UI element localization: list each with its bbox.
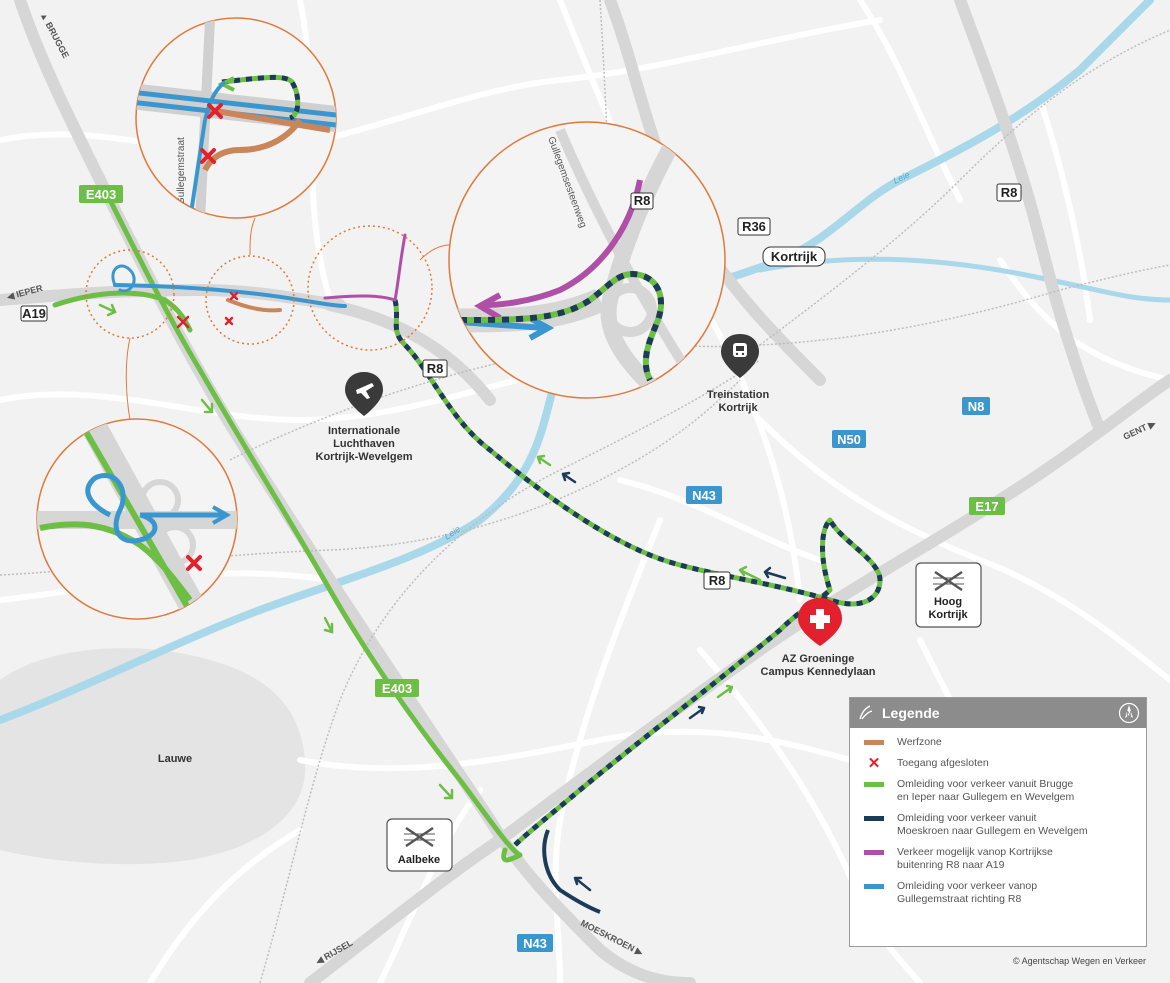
shield-n50 [832, 430, 866, 448]
zoom-inset-gullegemstraat: Gullegemstraat [135, 17, 337, 219]
place-label-lauwe: Lauwe [158, 753, 192, 765]
shield-n50-label: N50 [837, 432, 861, 447]
shield-r8-east [996, 183, 1022, 202]
legend-swatch-navy [864, 816, 884, 821]
legend-item-route-blue: Omleiding voor verkeer vanop Gullegemstr… [864, 880, 1136, 906]
shield-n8 [962, 397, 990, 415]
closure-markers [176, 291, 239, 329]
shield-a19-label: A19 [22, 306, 46, 321]
shield-r8-west-label: R8 [427, 361, 444, 376]
aalbeke-label: Aalbeke [398, 854, 440, 866]
legend-swatch-blue [864, 884, 884, 889]
copyright-notice: © Agentschap Wegen en Verkeer [1012, 956, 1146, 966]
shield-n43-bottom [517, 934, 553, 952]
shield-r8-south [703, 571, 731, 590]
station-label-line2: Kortrijk [718, 402, 758, 414]
shield-r8-zoom [630, 192, 654, 210]
shield-r36 [737, 217, 771, 236]
legend-item-werfzone: Werfzone [864, 736, 1136, 749]
shield-kortrijk [762, 246, 826, 267]
shield-r8-east-label: R8 [1001, 185, 1018, 200]
shield-a19 [20, 305, 48, 322]
shield-n43-mid-label: N43 [692, 488, 716, 503]
shield-e403-top-label: E403 [86, 187, 116, 202]
shield-r36-label: R36 [742, 219, 766, 234]
shield-n8-label: N8 [968, 399, 985, 414]
svg-text:N: N [1126, 711, 1131, 718]
legend-panel: Legende N Werfzone ✕ Toegang afgesloten … [849, 697, 1147, 947]
legend-item-route-purple: Verkeer mogelijk vanop Kortrijkse buiten… [864, 846, 1136, 872]
legend-swatch-green [864, 782, 884, 787]
zoom-connectors [125, 217, 451, 421]
zoom-inset-e403-a19 [36, 418, 238, 620]
legend-label: Verkeer mogelijk vanop Kortrijkse buiten… [897, 846, 1053, 871]
legend-item-route-navy: Omleiding voor verkeer vanuit Moeskroen … [864, 812, 1136, 838]
shield-e17-label: E17 [975, 499, 998, 514]
train-station-pin[interactable] [721, 334, 759, 378]
legend-item-route-green: Omleiding voor verkeer vanuit Brugge en … [864, 778, 1136, 804]
legend-label: Omleiding voor verkeer vanop Gullegemstr… [897, 880, 1038, 905]
shield-e403-top [79, 185, 123, 203]
road-shields: E403 E403 E17 A19 R8 R8 R8 R36 Kortrijk … [20, 183, 1022, 952]
airport-pin[interactable] [345, 372, 383, 416]
interchange-icon [405, 826, 434, 848]
legend-swatch-purple [864, 850, 884, 855]
shield-e403-mid-label: E403 [382, 681, 412, 696]
hoog-kortrijk-label-line2: Kortrijk [928, 609, 968, 621]
legend-label: Werfzone [897, 736, 942, 748]
airport-label: Internationale Luchthaven Kortrijk-Wevel… [316, 425, 413, 463]
interchange-aalbeke[interactable]: Aalbeke [386, 818, 453, 872]
airplane-icon [356, 383, 374, 399]
shield-kortrijk-label: Kortrijk [771, 249, 818, 264]
hospital-label-line1: AZ Groeninge [782, 653, 855, 665]
interchange-icon [934, 570, 963, 592]
legend-label: Toegang afgesloten [897, 757, 989, 769]
legend-items: Werfzone ✕ Toegang afgesloten Omleiding … [850, 728, 1146, 906]
shield-r8-zoom-label: R8 [634, 193, 651, 208]
shield-r8-south-label: R8 [709, 573, 726, 588]
legend-swatch-brown [864, 740, 884, 745]
station-label: Treinstation Kortrijk [707, 389, 770, 414]
hospital-pin[interactable] [798, 598, 842, 646]
shield-r8-west [422, 359, 448, 378]
interchange-hoog-kortrijk[interactable]: Hoog Kortrijk [915, 562, 982, 628]
zoom-inset-gullegemsesteenweg: Gullegemsesteenweg R8 [448, 121, 726, 399]
hospital-cross-icon [810, 609, 830, 629]
airport-label-line3: Kortrijk-Wevelgem [316, 451, 413, 463]
zoom-focus-circles [85, 225, 433, 351]
airport-label-line1: Internationale [328, 425, 400, 437]
legend-label: Omleiding voor verkeer vanuit Moeskroen … [897, 812, 1088, 837]
station-label-line1: Treinstation [707, 389, 770, 401]
legend-title: Legende [882, 705, 940, 721]
airport-label-line2: Luchthaven [333, 438, 395, 450]
shield-n43-mid [686, 486, 722, 504]
shield-e17 [969, 497, 1005, 515]
hospital-label: AZ Groeninge Campus Kennedylaan [761, 653, 876, 678]
street-label-gullegemstraat: Gullegemstraat [176, 137, 187, 205]
close-x-icon: ✕ [867, 755, 881, 772]
urban-area-lauwe [0, 648, 306, 865]
legend-header: Legende N [850, 698, 1146, 728]
route-blue-gullegemstraat [111, 233, 407, 313]
agency-logo-icon [859, 705, 873, 720]
direction-arrows [98, 303, 787, 892]
hoog-kortrijk-label-line1: Hoog [934, 596, 962, 608]
hospital-label-line2: Campus Kennedylaan [761, 666, 876, 678]
route-green-navy [392, 299, 883, 914]
shield-e403-mid [375, 679, 419, 697]
legend-label: Omleiding voor verkeer vanuit Brugge en … [897, 778, 1075, 803]
legend-item-toegang-afgesloten: ✕ Toegang afgesloten [864, 755, 1136, 772]
shield-n43-bottom-label: N43 [523, 936, 547, 951]
north-arrow-icon: N [1118, 702, 1140, 724]
